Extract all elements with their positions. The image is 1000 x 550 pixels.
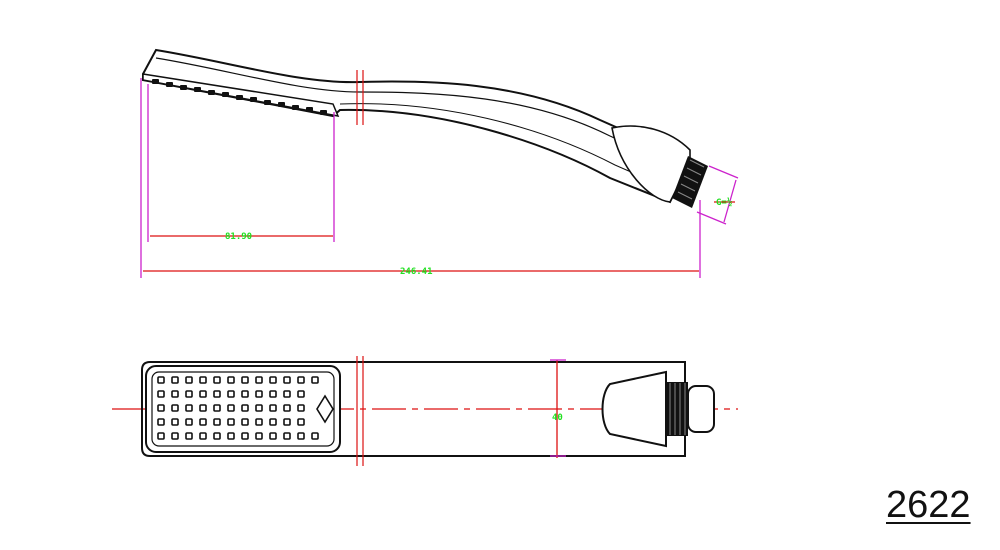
side-view-handle-outline [142, 48, 692, 204]
top-view-tail-cap [601, 370, 667, 448]
top-view-body-outline [141, 361, 686, 457]
side-view-dimension-lines [143, 201, 735, 272]
side-view-section-mark [356, 70, 364, 125]
side-view-nozzles [152, 79, 327, 115]
thread-size-label: G=½ [716, 197, 733, 208]
spray-face-length-label: 81.90 [225, 232, 252, 242]
top-view-diamond-marker [316, 394, 334, 424]
top-view: 40 [112, 356, 738, 466]
side-view-thread-connector [672, 156, 708, 208]
top-view-nozzle-grid [157, 376, 319, 440]
top-view-thread-connector [666, 382, 715, 436]
side-view-inner-line [155, 57, 681, 169]
overall-length-label: 246.41 [400, 267, 433, 277]
side-view: 81.90 246.41 G=½ [140, 48, 739, 278]
model-number: 2622 [886, 484, 971, 526]
top-view-width-extension [550, 359, 566, 457]
side-view-inner-line-2 [339, 103, 673, 191]
width-label: 40 [552, 413, 563, 423]
side-view-extension-lines [140, 78, 739, 278]
